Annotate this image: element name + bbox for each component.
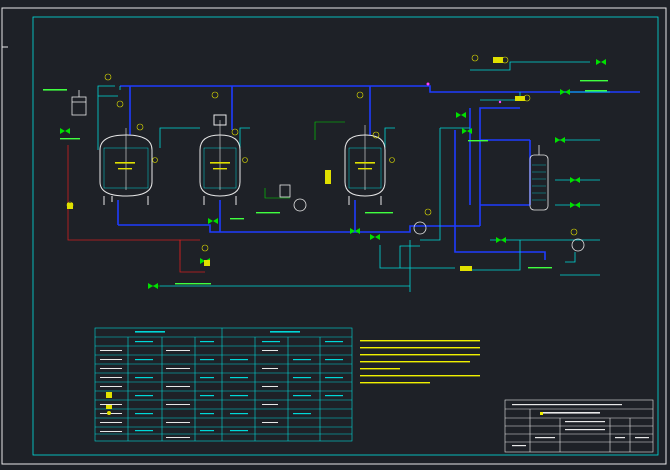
tank-3 (344, 125, 386, 205)
legend-table (94, 327, 353, 442)
feed-vessel (71, 90, 87, 116)
drawing-border (32, 16, 659, 456)
tank-2 (199, 114, 241, 205)
title-block-highlight (540, 412, 543, 415)
label-marks (43, 80, 608, 285)
legend-text-marks (135, 331, 343, 432)
notes-block (360, 340, 480, 384)
outer-frame (1, 7, 667, 465)
title-block (504, 399, 654, 453)
main-pipes (117, 85, 640, 260)
magenta-markers (426, 82, 502, 104)
title-block-text-marks (512, 404, 649, 447)
valves (60, 59, 606, 289)
tank-1 (99, 128, 153, 205)
instrument-boxes (67, 57, 525, 271)
pumps (279, 184, 585, 252)
tank-labels (115, 162, 375, 184)
legend-symbols (100, 350, 278, 438)
instruments (66, 54, 578, 252)
heat-exchanger (529, 145, 549, 211)
legend-icons-yellow (106, 392, 112, 415)
